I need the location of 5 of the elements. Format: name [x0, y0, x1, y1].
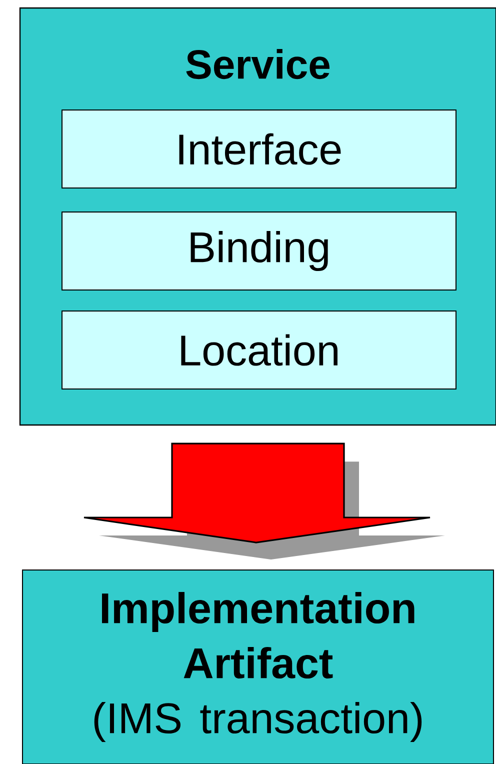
- component-box: Interface: [62, 110, 456, 188]
- component-box: Location: [62, 310, 456, 390]
- component-box: Binding: [62, 212, 456, 290]
- block-arrow: [83, 442, 445, 560]
- artifact-box: Implementation Artifact (IMS transaction): [22, 570, 494, 764]
